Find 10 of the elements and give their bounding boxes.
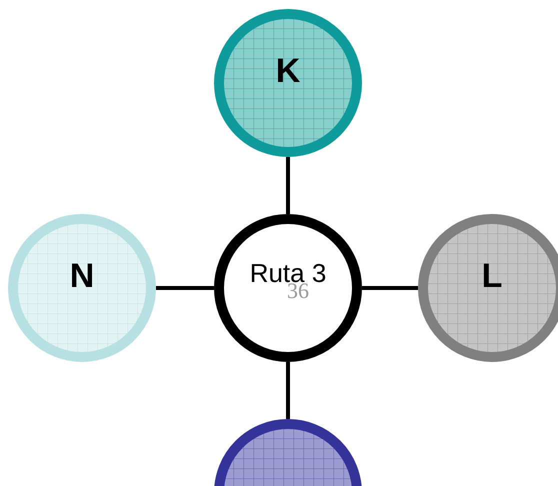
connector-line <box>362 286 418 290</box>
node-letter: N <box>70 256 94 296</box>
connector-line <box>286 362 290 419</box>
connector-line <box>286 157 290 214</box>
node-circle <box>214 9 362 157</box>
hub-circle <box>214 214 362 362</box>
node-circle <box>8 214 156 362</box>
node-letter: K <box>276 50 300 92</box>
connector-line <box>156 286 214 290</box>
node-letter: L <box>482 256 502 296</box>
